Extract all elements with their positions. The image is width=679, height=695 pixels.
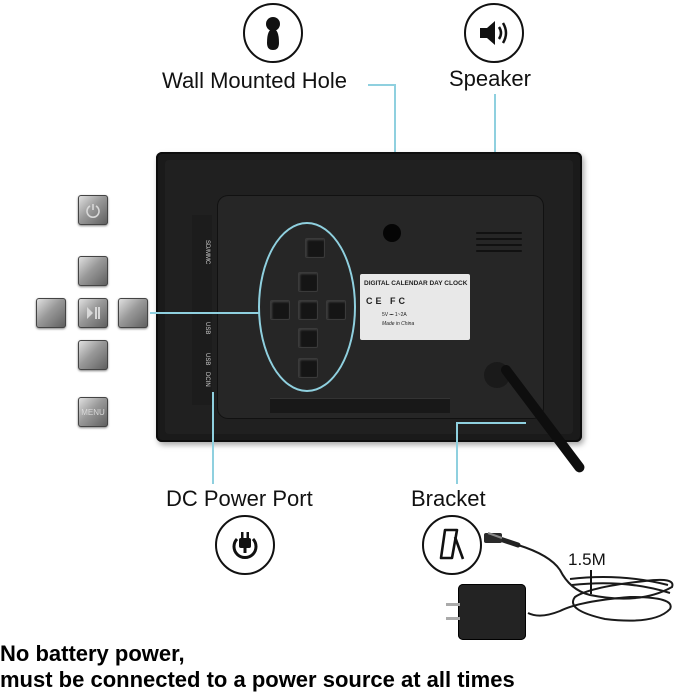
- buttons-highlight-oval: [258, 222, 356, 392]
- label-marks: CE FC: [366, 296, 408, 306]
- legend-down-icon: [78, 340, 108, 370]
- wall-hole-callout: Wall Mounted Hole: [162, 68, 348, 93]
- leader-wall-hole-h: [368, 84, 396, 86]
- speaker-callout: Speaker: [449, 66, 531, 91]
- notice-line-2: must be connected to a power source at a…: [0, 667, 515, 692]
- port-strip: [192, 215, 212, 405]
- legend-left-icon: [36, 298, 66, 328]
- legend-power-icon: [78, 195, 108, 225]
- legend-play-pause-icon: [78, 298, 108, 328]
- up-button[interactable]: [298, 272, 318, 292]
- down-button[interactable]: [298, 328, 318, 348]
- port-label-dcin: DCIN: [204, 372, 210, 387]
- leader-buttons: [150, 312, 260, 314]
- label-title: DIGITAL CALENDAR DAY CLOCK: [364, 280, 468, 287]
- power-cable: [484, 532, 674, 622]
- power-adapter: [458, 584, 526, 640]
- port-label-usb-1: USB: [204, 322, 210, 335]
- keyhole-icon: [243, 3, 303, 63]
- port-label-usb-2: USB: [204, 353, 210, 366]
- left-button[interactable]: [270, 300, 290, 320]
- legend-right-icon: [118, 298, 148, 328]
- dc-port-callout: DC Power Port: [166, 486, 313, 511]
- cable-length-marker: [590, 570, 592, 594]
- adapter-prong-1: [446, 603, 460, 606]
- port-label-sd: SD/MMC: [204, 240, 210, 265]
- bracket-callout: Bracket: [411, 486, 486, 511]
- power-button[interactable]: [305, 238, 325, 258]
- label-rating: 5V ⎓ 1~2A: [382, 312, 407, 318]
- rating-label: DIGITAL CALENDAR DAY CLOCK CE FC 5V ⎓ 1~…: [360, 274, 470, 340]
- legend-up-icon: [78, 256, 108, 286]
- stand-slot: [270, 398, 450, 413]
- leader-bracket-v: [456, 422, 458, 484]
- right-button[interactable]: [326, 300, 346, 320]
- play-pause-button[interactable]: [298, 300, 318, 320]
- notice-line-1: No battery power,: [0, 641, 185, 666]
- leader-bracket-h: [456, 422, 526, 424]
- power-plug-icon: [215, 515, 275, 575]
- cable-length-label: 1.5M: [568, 550, 606, 569]
- leader-dc-port: [212, 392, 214, 484]
- adapter-prong-2: [446, 617, 460, 620]
- speaker-grille: [476, 232, 522, 260]
- bracket-stand-icon: [422, 515, 482, 575]
- legend-menu-icon: MENU: [78, 397, 108, 427]
- wall-mount-hole: [383, 224, 401, 242]
- label-country: Made in China: [382, 321, 415, 327]
- legend-menu-text: MENU: [81, 407, 105, 417]
- speaker-icon: [464, 3, 524, 63]
- menu-button[interactable]: [298, 358, 318, 378]
